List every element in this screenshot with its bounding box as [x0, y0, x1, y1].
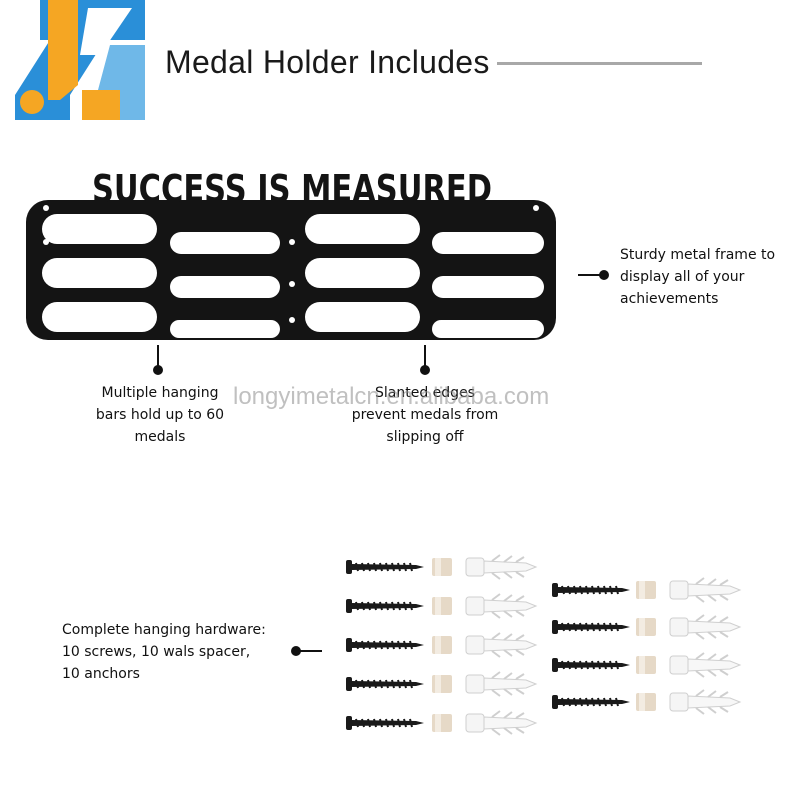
leader-frame-dot	[599, 270, 609, 280]
anchor-icon	[669, 577, 741, 603]
hardware-kit-image	[345, 554, 741, 736]
anchor-icon	[669, 614, 741, 640]
spacer-icon	[432, 636, 452, 654]
hardware-column-right	[551, 577, 741, 715]
anchor-icon	[669, 652, 741, 678]
screw-icon	[551, 657, 631, 673]
anchor-icon	[465, 593, 537, 619]
watermark: longyimetalcn.en.alibaba.com	[233, 383, 550, 410]
anchor-icon	[465, 710, 537, 736]
spacer-icon	[636, 693, 656, 711]
logo-white-cut	[80, 8, 132, 55]
spacer-icon	[432, 675, 452, 693]
screw-icon	[551, 582, 631, 598]
callout-frame: Sturdy metal frame to display all of you…	[620, 244, 790, 310]
frame-body	[26, 200, 556, 340]
screw-icon	[345, 559, 425, 575]
leader-slant-dot	[420, 365, 430, 375]
medal-holder-image: SUCCESS IS MEASURED	[26, 167, 556, 340]
screw-icon	[551, 694, 631, 710]
callout-frame-line: Sturdy metal frame to	[620, 247, 776, 263]
logo-dot	[20, 90, 44, 114]
callout-hardware-line: 10 anchors	[62, 666, 140, 682]
logo-orange-foot	[82, 90, 120, 120]
callout-slant-line: slipping off	[386, 429, 464, 445]
page-title: Medal Holder Includes	[165, 44, 490, 80]
spacer-icon	[636, 656, 656, 674]
leader-hardware-dot	[291, 646, 301, 656]
screw-icon	[345, 598, 425, 614]
callout-slant-line: Slanted edges	[375, 385, 475, 401]
anchor-icon	[465, 632, 537, 658]
callout-bars-line: Multiple hanging	[101, 385, 219, 401]
logo-orange-shape	[48, 0, 78, 100]
callout-frame-line: achievements	[620, 291, 719, 307]
anchor-icon	[669, 689, 741, 715]
callout-bars: Multiple hanging bars hold up to 60 meda…	[70, 382, 250, 448]
slogan-text: SUCCESS IS MEASURED	[92, 167, 492, 211]
callout-hardware-line: Complete hanging hardware:	[62, 622, 266, 638]
title-divider	[497, 62, 702, 65]
callout-bars-line: bars hold up to 60	[95, 407, 225, 423]
spacer-icon	[432, 714, 452, 732]
hardware-column-left	[345, 554, 537, 736]
screw-icon	[551, 619, 631, 635]
spacer-icon	[432, 597, 452, 615]
spacer-icon	[636, 581, 656, 599]
leader-bars-dot	[153, 365, 163, 375]
callout-hardware-line: 10 screws, 10 wals spacer,	[62, 644, 251, 660]
spacer-icon	[636, 618, 656, 636]
spacer-icon	[432, 558, 452, 576]
anchor-icon	[465, 554, 537, 580]
screw-icon	[345, 715, 425, 731]
callout-frame-line: display all of your	[620, 269, 745, 285]
callout-bars-line: medals	[134, 429, 186, 445]
callout-slant-line: prevent medals from	[351, 407, 499, 423]
anchor-icon	[465, 671, 537, 697]
screw-icon	[345, 676, 425, 692]
callout-hardware: Complete hanging hardware: 10 screws, 10…	[62, 619, 292, 685]
callout-slant: Slanted edges prevent medals from slippi…	[335, 382, 515, 448]
frame-slots	[42, 205, 544, 338]
brand-logo	[15, 0, 145, 120]
screw-icon	[345, 637, 425, 653]
